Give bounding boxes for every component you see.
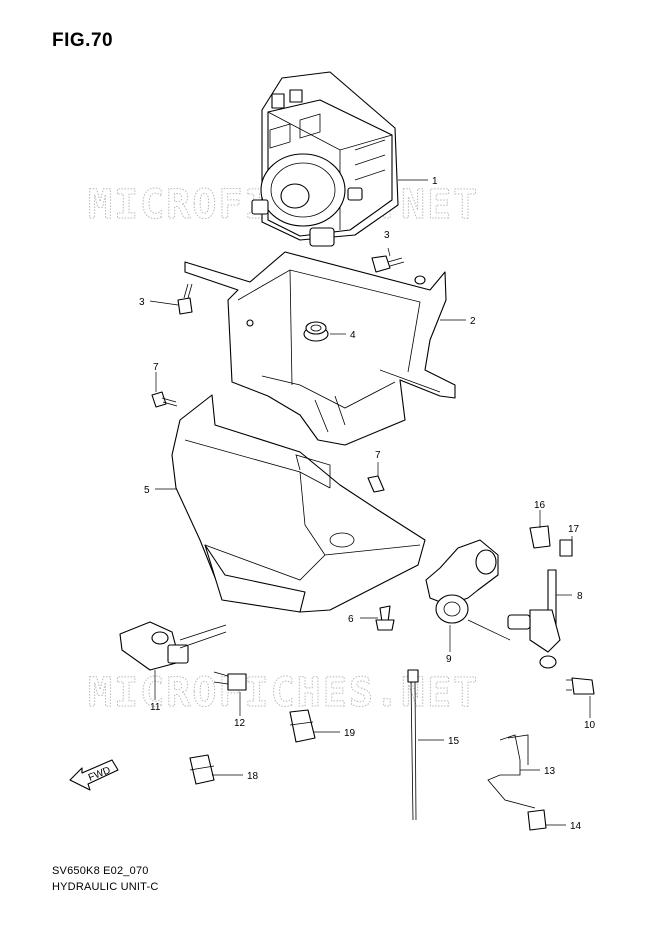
watermark-bottom: MICROFICHES.NET — [88, 670, 479, 716]
callout-8: 8 — [577, 591, 583, 602]
callout-7-left: 7 — [153, 362, 159, 373]
part-10-bolt — [566, 677, 595, 695]
part-4-grommet — [303, 321, 329, 342]
callout-9: 9 — [446, 654, 452, 665]
part-7-bolt-left — [151, 391, 178, 408]
part-12-bolt — [213, 671, 247, 691]
group-name: HYDRAULIC UNIT-C — [52, 881, 159, 893]
part-18-clamp — [189, 754, 215, 785]
part-3-bolt-upper — [371, 255, 405, 273]
callout-10: 10 — [584, 720, 596, 731]
part-15-cable-tie — [407, 669, 419, 821]
callout-2: 2 — [470, 316, 476, 327]
callout-13: 13 — [544, 766, 556, 777]
callout-5: 5 — [144, 485, 150, 496]
callout-15: 15 — [448, 736, 460, 747]
part-8-sensor-lead — [507, 569, 561, 669]
callout-14: 14 — [570, 821, 582, 832]
fwd-label: FWD — [87, 765, 112, 784]
part-9-sensor-holder — [425, 539, 511, 641]
callout-17: 17 — [568, 524, 580, 535]
part-6-clip — [375, 605, 395, 631]
callout-19: 19 — [344, 728, 356, 739]
model-code: SV650K8 E02_070 — [52, 865, 149, 877]
callout-18: 18 — [247, 771, 259, 782]
part-11-speed-sensor — [119, 621, 227, 671]
part-1-hydraulic-unit — [251, 71, 399, 247]
part-19-clamp — [289, 709, 316, 743]
figure-title: FIG.70 — [52, 30, 114, 51]
callout-3-left: 3 — [139, 297, 145, 308]
part-14-bolt — [527, 809, 547, 831]
callout-16: 16 — [534, 500, 546, 511]
callout-11: 11 — [150, 702, 161, 713]
callout-6: 6 — [348, 614, 354, 625]
part-2-upper-bracket — [184, 251, 456, 446]
part-13-clamp — [487, 734, 536, 809]
callout-1: 1 — [432, 176, 438, 187]
part-7-bolt-right — [367, 475, 385, 493]
part-5-lower-cover — [171, 394, 426, 613]
callout-7-right: 7 — [375, 450, 381, 461]
part-3-bolt-left — [177, 283, 193, 315]
callout-4: 4 — [350, 330, 356, 341]
callout-3-upper: 3 — [384, 230, 390, 241]
part-16-clamp — [529, 525, 551, 549]
callout-12: 12 — [234, 718, 246, 729]
fwd-direction-arrow: FWD — [69, 759, 119, 791]
part-17-bolt — [559, 539, 573, 557]
